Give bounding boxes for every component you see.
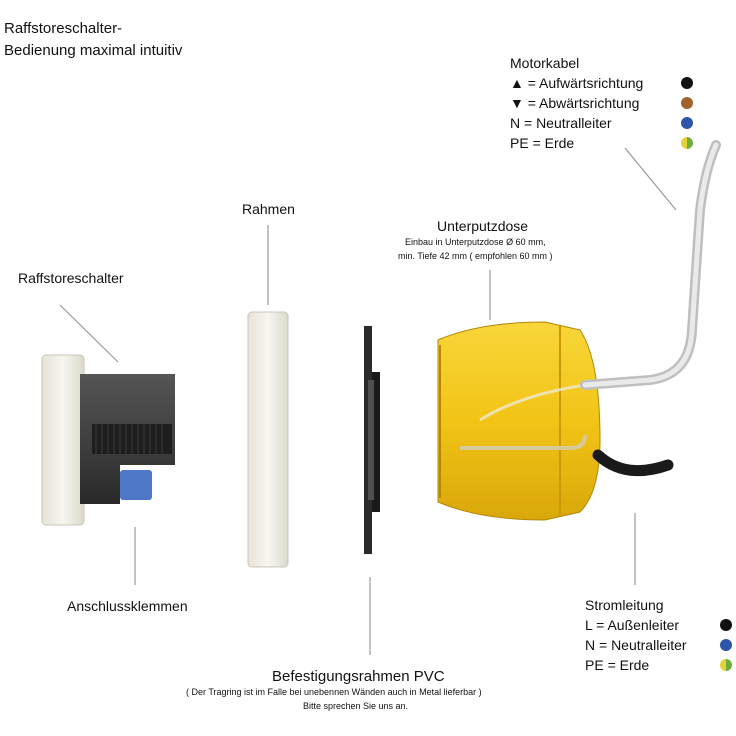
motorkabel-item-down: ▼ = Abwärtsrichtung (510, 95, 640, 111)
motorkabel-item-neutral: N = Neutralleiter (510, 115, 612, 131)
wire-green-yellow-dot (681, 137, 693, 149)
strom-blue-dot (720, 639, 732, 651)
raffstoreschalter-unit (41, 354, 175, 526)
unterputzdose-box (437, 321, 601, 521)
strom-green-yellow-dot (720, 659, 732, 671)
label-anschlussklemmen: Anschlussklemmen (67, 598, 188, 614)
wire-blue-dot (681, 117, 693, 129)
label-unterputzdose: Unterputzdose (437, 218, 529, 234)
motorkabel-item-up: ▲ = Aufwärtsrichtung (510, 75, 644, 91)
motorkabel-heading: Motorkabel (510, 55, 580, 71)
terminal-blue (120, 470, 152, 500)
stromleitung-cable (592, 449, 674, 477)
strom-black-dot (720, 619, 732, 631)
label-befestigungsrahmen: Befestigungsrahmen PVC (272, 668, 445, 685)
title-line-2: Bedienung maximal intuitiv (4, 42, 183, 59)
wire-brown-dot (681, 97, 693, 109)
label-befestigungsrahmen-note-2: Bitte sprechen Sie uns an. (303, 701, 409, 711)
title-line-1: Raffstoreschalter- (4, 20, 123, 37)
stromleitung-item-line: L = Außenleiter (585, 617, 680, 633)
leader-motorkabel (624, 147, 677, 211)
stromleitung-item-earth: PE = Erde (585, 657, 650, 673)
switch-front-plate (41, 354, 85, 526)
wire-black-dot (681, 77, 693, 89)
befestigungsrahmen-ring (364, 326, 380, 554)
label-raffstoreschalter: Raffstoreschalter (18, 270, 124, 286)
label-befestigungsrahmen-note-1: ( Der Tragring ist im Falle bei unebenne… (186, 687, 482, 697)
leader-raffstoreschalter (59, 304, 119, 363)
label-unterputzdose-note-1: Einbau in Unterputzdose Ø 60 mm, (405, 237, 546, 247)
motorkabel-item-earth: PE = Erde (510, 135, 575, 151)
label-rahmen: Rahmen (242, 201, 295, 217)
rahmen-frame (247, 311, 289, 568)
stromleitung-item-neutral: N = Neutralleiter (585, 637, 687, 653)
label-unterputzdose-note-2: min. Tiefe 42 mm ( empfohlen 60 mm ) (398, 251, 553, 261)
stromleitung-heading: Stromleitung (585, 597, 664, 613)
